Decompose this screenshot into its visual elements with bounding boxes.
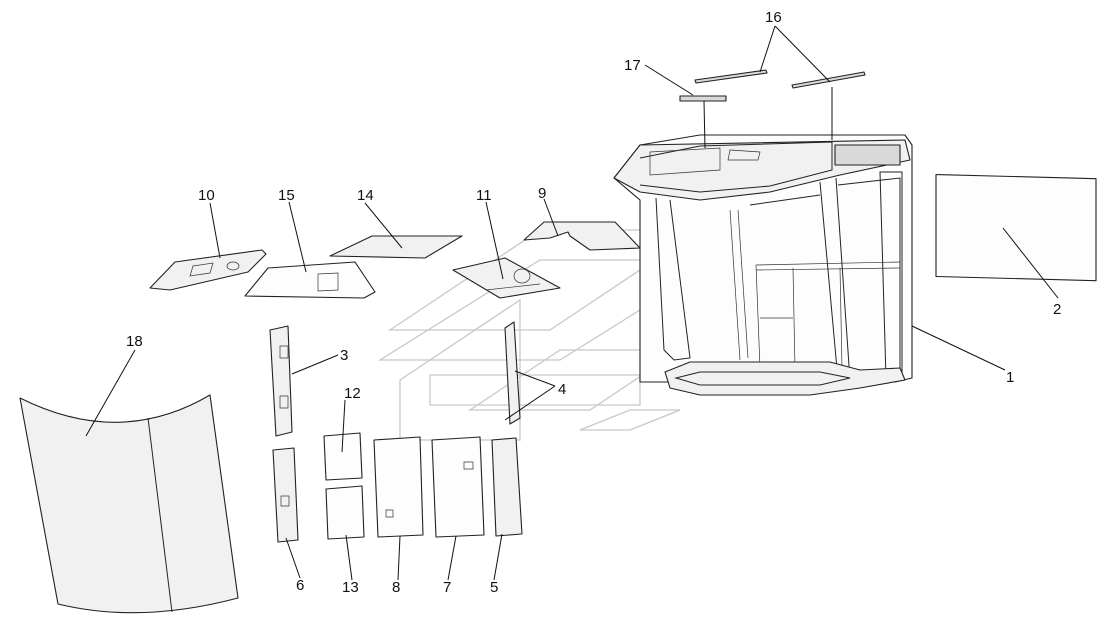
label-12: 12 <box>344 385 361 402</box>
label-18: 18 <box>126 333 143 350</box>
callout-labels: 1 2 3 4 5 6 7 8 9 10 11 12 13 14 15 16 1… <box>126 9 1061 596</box>
label-5: 5 <box>490 579 498 596</box>
label-17: 17 <box>624 57 641 74</box>
part-9-angled-panel <box>523 221 641 251</box>
label-8: 8 <box>392 579 400 596</box>
part-11-console-panel <box>452 257 561 299</box>
part-7-door-panel <box>431 436 485 538</box>
label-10: 10 <box>198 187 215 204</box>
label-2: 2 <box>1053 301 1061 318</box>
part-3-pillar-trim <box>269 325 293 437</box>
part-1-cab-frame <box>613 134 913 396</box>
leader-lines <box>85 25 1059 581</box>
part-10-bracket-plate <box>149 249 267 291</box>
label-7: 7 <box>443 579 451 596</box>
label-3: 3 <box>340 347 348 364</box>
part-18-curved-panel <box>19 394 239 614</box>
part-6-lower-pillar <box>272 447 299 543</box>
label-1: 1 <box>1006 369 1014 386</box>
part-13-small-panel <box>325 485 365 540</box>
part-17-roof-pad <box>679 95 727 102</box>
part-14-flat-panel <box>329 235 463 259</box>
part-12-small-panel <box>323 432 363 481</box>
label-6: 6 <box>296 577 304 594</box>
part-5-edge-trim <box>491 437 523 537</box>
label-14: 14 <box>357 187 374 204</box>
label-4: 4 <box>558 381 566 398</box>
label-9: 9 <box>538 185 546 202</box>
part-8-door-panel <box>373 436 424 538</box>
label-13: 13 <box>342 579 359 596</box>
part-15-panel <box>244 261 376 299</box>
part-2-side-glass <box>935 173 1097 282</box>
label-15: 15 <box>278 187 295 204</box>
label-16: 16 <box>765 9 782 26</box>
part-16-roof-strips <box>694 69 866 89</box>
label-11: 11 <box>476 187 492 204</box>
part-4-pillar-trim <box>504 321 521 425</box>
